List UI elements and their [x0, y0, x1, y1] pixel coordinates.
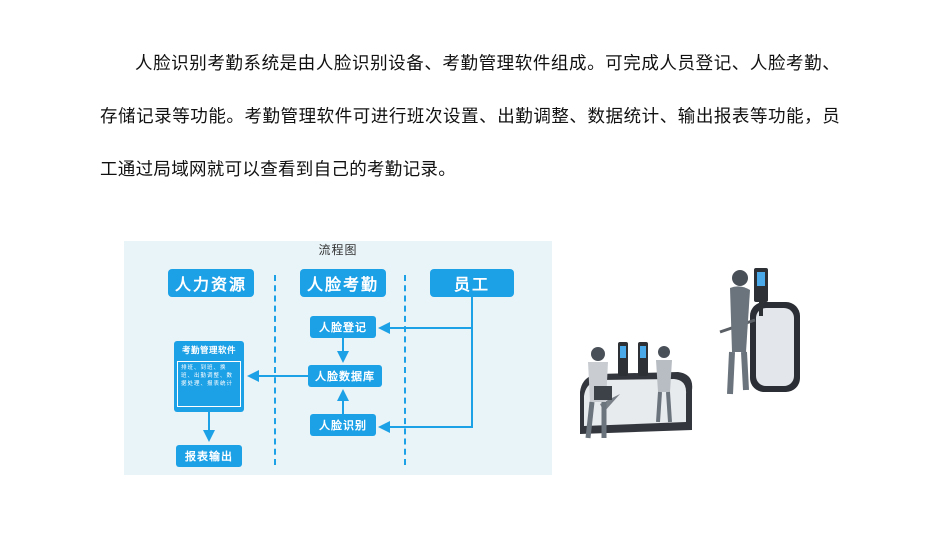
column-header-face: 人脸考勤 — [300, 269, 386, 297]
column-divider-left — [274, 275, 276, 465]
flow-connectors — [203, 297, 473, 442]
turnstile-illustration — [580, 268, 800, 439]
step-face-register: 人脸登记 — [310, 316, 376, 338]
attendance-software-box: 考勤管理软件 排班、到班、换班、出勤调整、数据处理、报表统计 — [174, 341, 244, 412]
column-divider-right — [404, 275, 406, 465]
software-desc: 排班、到班、换班、出勤调整、数据处理、报表统计 — [177, 361, 241, 407]
step-face-recognize: 人脸识别 — [310, 414, 376, 436]
step-report-output: 报表输出 — [176, 445, 242, 467]
flowchart: 流程图 人力资源 人脸考勤 员工 人脸登记 人脸数据库 人脸识别 考勤管理软件 … — [124, 241, 552, 475]
step-face-database: 人脸数据库 — [308, 365, 382, 387]
column-header-hr: 人力资源 — [168, 269, 254, 297]
software-title: 考勤管理软件 — [181, 346, 236, 356]
intro-paragraph: 人脸识别考勤系统是由人脸识别设备、考勤管理软件组成。可完成人员登记、人脸考勤、存… — [100, 54, 840, 180]
column-header-staff: 员工 — [430, 269, 514, 297]
arrow-staff-to-recognize — [378, 297, 473, 433]
flowchart-title: 流程图 — [318, 243, 358, 257]
